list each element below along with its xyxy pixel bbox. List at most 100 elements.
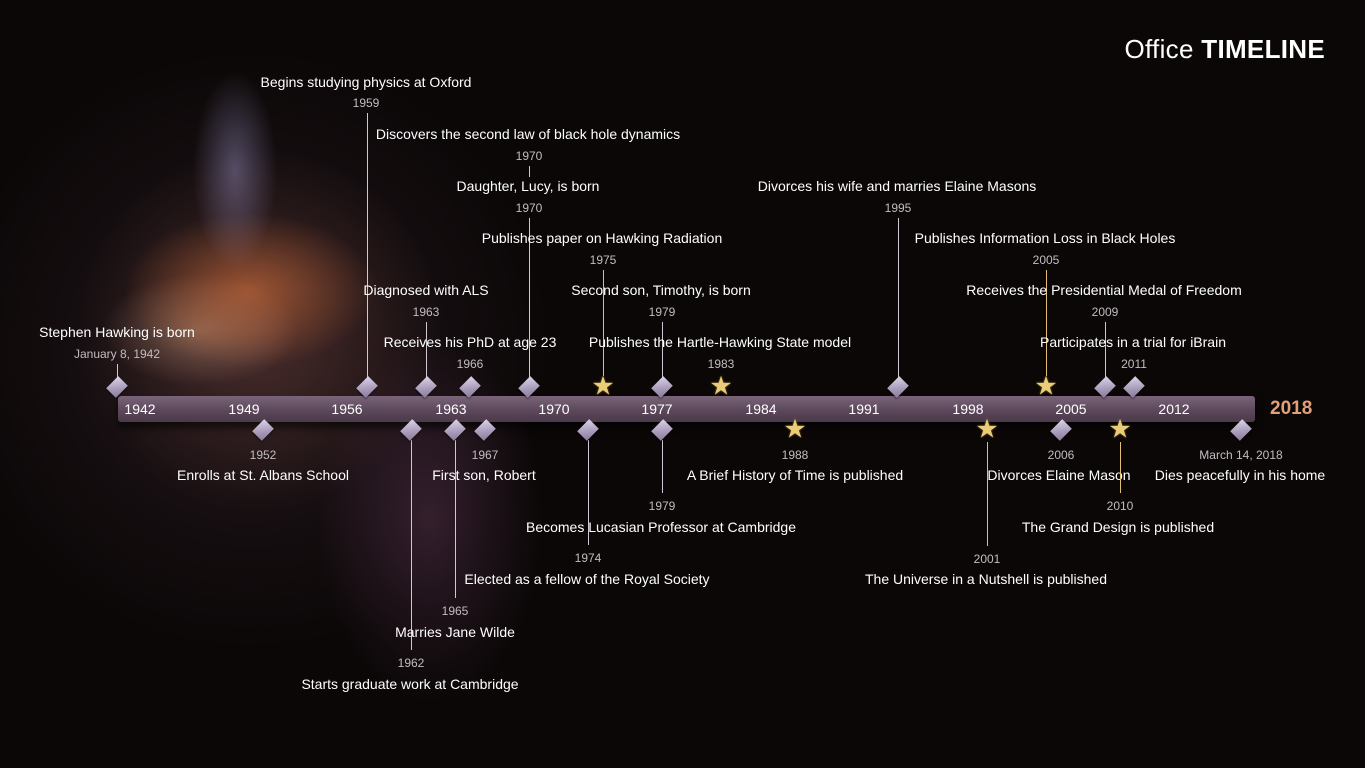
event-date: 1983 — [707, 357, 735, 371]
event-title: Marries Jane Wilde — [395, 624, 515, 640]
event-date: 1970 — [515, 149, 543, 163]
diamond-task-icon[interactable] — [1230, 419, 1252, 441]
connector-line — [588, 440, 589, 545]
event-title: Daughter, Lucy, is born — [456, 178, 600, 194]
event-date: 1959 — [352, 96, 380, 110]
event-title: Divorces his wife and marries Elaine Mas… — [757, 178, 1037, 194]
event-title: Elected as a fellow of the Royal Society — [464, 571, 710, 587]
logo-office: Office — [1124, 34, 1194, 64]
axis-year-label: 1977 — [641, 401, 673, 417]
office-timeline-logo: Office TIMELINE — [1124, 34, 1325, 65]
connector-line — [662, 322, 663, 378]
axis-year-label: 1956 — [331, 401, 363, 417]
event-date: 2010 — [1106, 499, 1134, 513]
diamond-task-icon[interactable] — [400, 419, 422, 441]
connector-line — [117, 364, 118, 378]
event-date: 1963 — [412, 305, 440, 319]
diamond-task-icon[interactable] — [651, 376, 673, 398]
connector-line — [1105, 322, 1106, 378]
event-date: 1966 — [456, 357, 484, 371]
event-title: First son, Robert — [432, 467, 536, 483]
connector-line — [367, 113, 368, 378]
event-title: Publishes Information Loss in Black Hole… — [914, 230, 1176, 246]
event-title: Discovers the second law of black hole d… — [375, 126, 681, 142]
event-title: Second son, Timothy, is born — [571, 282, 751, 298]
event-title: Publishes paper on Hawking Radiation — [481, 230, 723, 246]
end-year-label: 2018 — [1270, 398, 1313, 419]
diamond-task-icon[interactable] — [106, 376, 128, 398]
axis-year-label: 1970 — [538, 401, 570, 417]
diamond-task-icon[interactable] — [1094, 376, 1116, 398]
axis-year-label: 1949 — [228, 401, 260, 417]
event-date: 1995 — [884, 201, 912, 215]
diamond-task-icon[interactable] — [252, 419, 274, 441]
diamond-task-icon[interactable] — [651, 419, 673, 441]
diamond-task-icon[interactable] — [1123, 376, 1145, 398]
axis-year-label: 1984 — [745, 401, 777, 417]
axis-year-label: 2005 — [1055, 401, 1087, 417]
diamond-task-icon[interactable] — [577, 419, 599, 441]
event-title: A Brief History of Time is published — [686, 467, 904, 483]
connector-line — [1120, 442, 1121, 493]
event-date: 1988 — [781, 448, 809, 462]
event-date: 2011 — [1121, 357, 1147, 371]
diamond-task-icon[interactable] — [518, 376, 540, 398]
event-date: 2006 — [1047, 448, 1075, 462]
diamond-task-icon[interactable] — [444, 419, 466, 441]
diamond-task-icon[interactable] — [415, 376, 437, 398]
axis-year-label: 2012 — [1158, 401, 1190, 417]
star-milestone-icon[interactable]: ★ — [975, 413, 999, 444]
diamond-task-icon[interactable] — [474, 419, 496, 441]
event-title: Receives his PhD at age 23 — [383, 334, 557, 350]
event-date: 1979 — [648, 499, 676, 513]
connector-line — [455, 440, 456, 598]
diamond-task-icon[interactable] — [459, 376, 481, 398]
event-title: Dies peacefully in his home — [1154, 467, 1326, 483]
star-milestone-icon[interactable]: ★ — [1108, 413, 1132, 444]
event-title: Becomes Lucasian Professor at Cambridge — [525, 519, 797, 535]
event-date: 1979 — [648, 305, 676, 319]
connector-line — [898, 218, 899, 378]
axis-year-label: 1998 — [952, 401, 984, 417]
connector-line — [529, 166, 530, 177]
connector-line — [529, 218, 530, 378]
logo-timeline: TIMELINE — [1201, 34, 1325, 64]
event-date: 1962 — [397, 656, 425, 670]
event-date: 2009 — [1091, 305, 1119, 319]
event-date: January 8, 1942 — [73, 347, 161, 361]
event-date: 1967 — [471, 448, 499, 462]
connector-line — [426, 322, 427, 378]
axis-year-label: 1991 — [848, 401, 880, 417]
event-title: Starts graduate work at Cambridge — [301, 676, 519, 692]
star-milestone-icon[interactable]: ★ — [783, 413, 807, 444]
star-milestone-icon[interactable]: ★ — [709, 370, 733, 401]
event-date: 1952 — [249, 448, 277, 462]
star-milestone-icon[interactable]: ★ — [1034, 370, 1058, 401]
connector-line — [411, 440, 412, 650]
diamond-task-icon[interactable] — [887, 376, 909, 398]
event-title: Divorces Elaine Mason — [987, 467, 1131, 483]
connector-line — [987, 442, 988, 546]
event-date: 1975 — [589, 253, 617, 267]
event-title: Begins studying physics at Oxford — [260, 74, 472, 90]
connector-line — [1046, 270, 1047, 376]
event-date: March 14, 2018 — [1199, 448, 1283, 462]
event-date: 1970 — [515, 201, 543, 215]
connector-line — [662, 440, 663, 493]
diamond-task-icon[interactable] — [1050, 419, 1072, 441]
event-title: Publishes the Hartle-Hawking State model — [588, 334, 852, 350]
event-title: Participates in a trial for iBrain — [1040, 334, 1226, 350]
connector-line — [603, 270, 604, 376]
timeline-bar — [118, 396, 1255, 422]
event-date: 1965 — [441, 604, 469, 618]
event-date: 1974 — [574, 551, 602, 565]
event-title: The Grand Design is published — [1021, 519, 1215, 535]
event-date: 2005 — [1032, 253, 1060, 267]
diamond-task-icon[interactable] — [356, 376, 378, 398]
event-title: Receives the Presidential Medal of Freed… — [966, 282, 1242, 298]
event-title: Enrolls at St. Albans School — [177, 467, 349, 483]
axis-year-label: 1942 — [124, 401, 156, 417]
star-milestone-icon[interactable]: ★ — [591, 370, 615, 401]
event-date: 2001 — [973, 552, 1001, 566]
event-title: The Universe in a Nutshell is published — [864, 571, 1108, 587]
